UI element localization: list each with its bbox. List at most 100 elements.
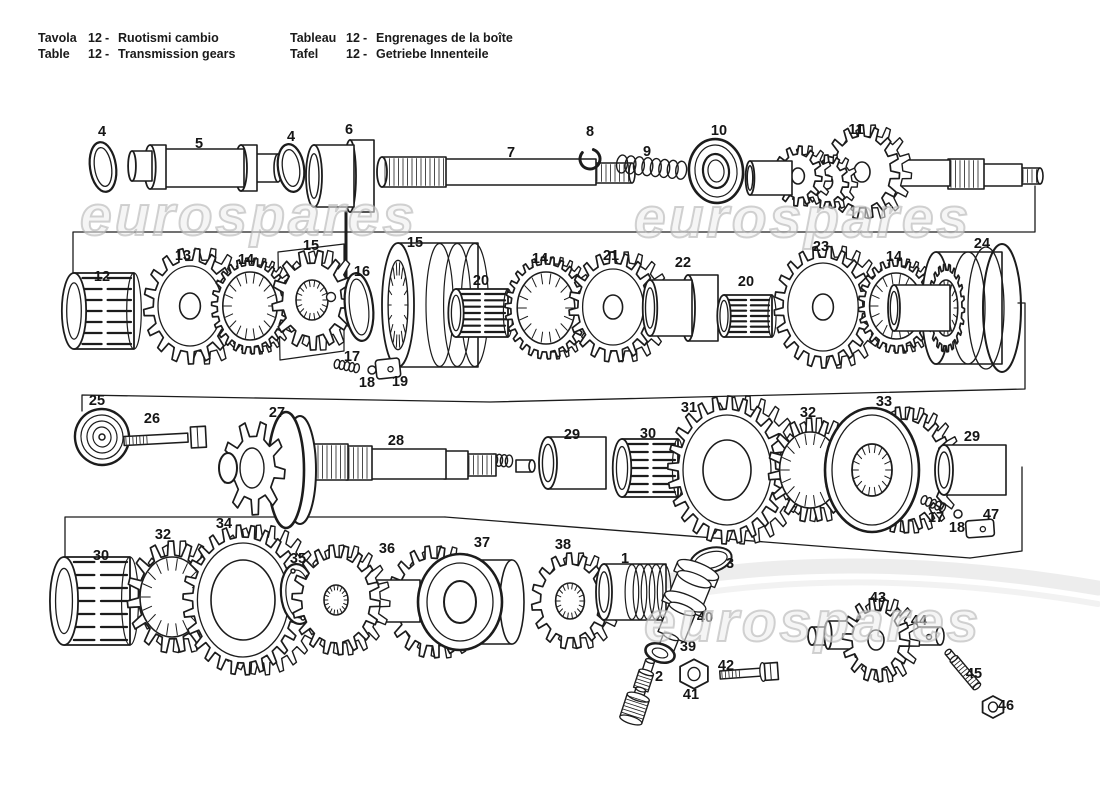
table-header: Tavola 12 - Ruotismi cambio Table 12 - T… [0,30,1100,70]
part-1 [595,563,672,621]
part-28 [305,443,536,481]
part-29 [538,436,607,490]
part-label-43: 43 [870,590,886,606]
part-label-27: 27 [269,405,285,421]
part-20 [716,294,777,338]
part-label-46: 46 [998,698,1014,714]
part-label-37: 37 [474,535,490,551]
part-10 [687,137,745,205]
part-label-17: 17 [344,349,360,365]
part-label-23: 23 [813,239,829,255]
header-sep: - [105,31,110,45]
part-label-4: 4 [98,124,106,140]
header-title: Transmission gears [118,47,236,61]
part-29 [934,444,1007,496]
part-label-39: 39 [680,639,696,655]
part-label-30: 30 [640,426,656,442]
part-39 [644,641,676,665]
part-17 [333,358,361,374]
part-45 [944,648,982,691]
part-14 [504,256,597,360]
part-label-14: 14 [238,252,254,268]
part-label-35: 35 [290,551,306,567]
part-2 [619,657,655,726]
part-label-40: 40 [697,610,713,626]
part-20 [447,288,514,338]
part-label-7: 7 [507,145,515,161]
header-org: Tavola [38,31,77,45]
header-org: Table [38,47,70,61]
part-label-16: 16 [354,264,370,280]
part-25 [73,407,131,467]
part-22 [641,274,719,342]
header-num: 12 [88,47,102,61]
part-41 [679,658,709,690]
part-16 [343,272,375,342]
part-label-20: 20 [473,273,489,289]
part-label-15: 15 [407,235,423,251]
part-label-32: 32 [800,405,816,421]
header-num: 12 [346,47,360,61]
part-label-47: 47 [983,507,999,523]
part-label-42: 42 [718,658,734,674]
part-label-41: 41 [683,687,699,703]
part-label-19: 19 [392,374,408,390]
part-24 [887,243,1022,373]
part-label-29: 29 [564,427,580,443]
header-sep: - [105,47,110,61]
part-label-29: 29 [964,429,980,445]
part-label-30: 30 [93,548,109,564]
part-label-34: 34 [216,516,232,532]
part-27 [218,410,317,530]
header-col-left: Tavola 12 - Ruotismi cambio Table 12 - T… [38,30,235,62]
header-sep: - [363,47,368,61]
part-11 [744,124,1044,220]
part-47 [964,518,996,539]
part-4 [276,143,306,193]
part-label-4: 4 [287,129,295,145]
part-37 [416,552,525,652]
part-label-38: 38 [555,537,571,553]
header-sep: - [363,31,368,45]
part-label-6: 6 [345,122,353,138]
part-label-32: 32 [155,527,171,543]
part-label-20: 20 [738,274,754,290]
header-col-right: Tableau 12 - Engrenages de la boîte Tafe… [290,30,513,62]
header-num: 12 [88,31,102,45]
part-label-18: 18 [359,375,375,391]
part-label-31: 31 [681,400,697,416]
part-label-8: 8 [586,124,594,140]
part-43 [841,597,921,683]
part-label-12: 12 [94,269,110,285]
part-label-18: 18 [949,520,965,536]
part-4 [88,141,118,193]
part-label-28: 28 [388,433,404,449]
header-org: Tableau [290,31,337,45]
part-label-22: 22 [675,255,691,271]
part-5 [127,144,283,192]
header-title: Ruotismi cambio [118,31,219,45]
part-label-33: 33 [876,394,892,410]
part-7 [376,156,636,188]
part-label-13: 13 [175,248,191,264]
part-46 [981,695,1005,719]
part-19 [374,357,402,380]
part-3 [689,546,733,574]
part-8 [578,147,602,171]
part-label-45: 45 [966,666,982,682]
part-31 [666,395,805,545]
part-17 [920,495,947,513]
part-30 [49,556,140,646]
header-line-tableau: Tableau 12 - Engrenages de la boîte [290,30,513,46]
header-num: 12 [346,31,360,45]
part-18 [953,509,963,519]
part-label-14: 14 [532,251,548,267]
part-40 [657,558,720,662]
part-label-3: 3 [726,556,734,572]
header-line-tavola: Tavola 12 - Ruotismi cambio [38,30,235,46]
part-12 [60,272,142,350]
part-label-17: 17 [928,510,944,526]
part-label-11: 11 [848,122,863,138]
